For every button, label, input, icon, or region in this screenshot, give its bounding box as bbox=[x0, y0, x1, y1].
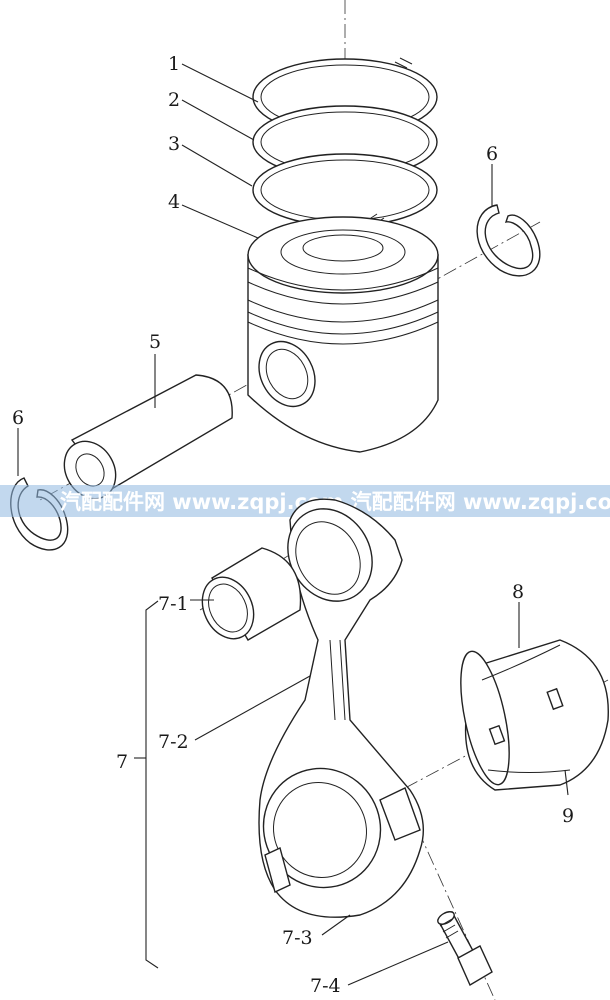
leader-lines bbox=[17, 63, 569, 986]
piston-pin bbox=[63, 374, 233, 500]
piston-ring-3 bbox=[252, 153, 438, 227]
label-7: 7 bbox=[116, 751, 128, 773]
connecting-rod bbox=[258, 498, 425, 918]
label-4: 4 bbox=[168, 191, 180, 213]
label-7-2: 7-2 bbox=[158, 731, 189, 753]
label-9: 9 bbox=[562, 805, 574, 827]
label-7-4: 7-4 bbox=[310, 975, 341, 997]
label-5: 5 bbox=[149, 331, 161, 353]
label-2: 2 bbox=[168, 89, 180, 111]
snap-ring-right bbox=[476, 204, 541, 277]
bearing-shells bbox=[460, 639, 609, 791]
label-7-1: 7-1 bbox=[158, 593, 189, 615]
piston-body bbox=[247, 216, 439, 453]
rod-bolt bbox=[437, 911, 493, 987]
label-6-right: 6 bbox=[486, 143, 498, 165]
label-6-left: 6 bbox=[12, 407, 24, 429]
label-8: 8 bbox=[512, 581, 524, 603]
label-3: 3 bbox=[168, 133, 180, 155]
rod-bushing bbox=[201, 547, 302, 641]
label-1: 1 bbox=[168, 53, 180, 75]
label-7-3: 7-3 bbox=[282, 927, 313, 949]
